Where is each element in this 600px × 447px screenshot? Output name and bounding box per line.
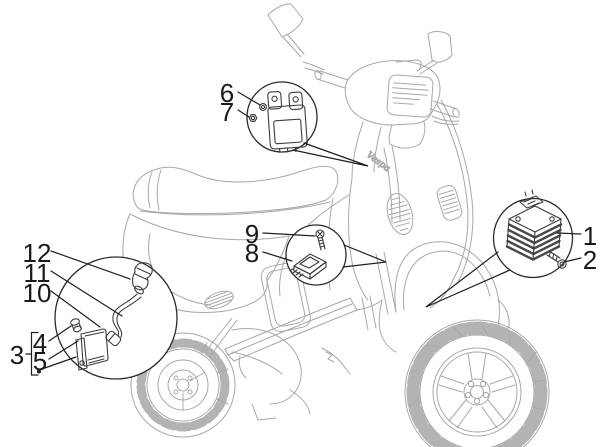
part-number-9: 9 <box>245 219 259 249</box>
leader-6 <box>237 91 261 106</box>
scooter-illustration: Vespa <box>122 3 550 447</box>
part-number-1: 1 <box>583 221 597 251</box>
seat <box>132 165 339 216</box>
part-number-3: 3 <box>10 340 24 370</box>
handlebar-headset <box>302 59 460 149</box>
rear-wheel <box>130 332 236 438</box>
leader-1 <box>556 232 582 235</box>
leader-dot-marker <box>37 369 41 374</box>
module-part <box>289 253 327 280</box>
left-mirror-icon <box>267 3 305 58</box>
kneepad-grille <box>436 185 463 221</box>
group-bracket-3 <box>25 331 39 376</box>
glove-box <box>260 261 311 333</box>
pointer-wedge-module <box>342 244 387 268</box>
pointer-wedge-ecu <box>292 142 369 167</box>
callout-numbers: 1 2 3 4 5 6 7 8 9 10 11 12 <box>10 78 597 376</box>
vent-grille <box>204 290 234 310</box>
leader-7 <box>237 109 250 118</box>
headlight <box>386 74 434 118</box>
front-fender <box>375 241 510 335</box>
leader-2 <box>563 257 582 263</box>
ecu-washer <box>259 103 267 111</box>
leader-dot <box>41 356 77 370</box>
part-number-8: 8 <box>245 238 259 268</box>
vespa-logo-script: Vespa <box>364 150 392 174</box>
part-number-4: 4 <box>33 328 47 358</box>
engine <box>204 317 351 421</box>
ecu-nut <box>248 114 258 122</box>
right-mirror-icon <box>416 31 453 75</box>
callout-circle-ecu <box>246 81 318 153</box>
part-number-10: 10 <box>23 278 52 308</box>
module-screw <box>315 229 326 251</box>
leader-12 <box>50 250 131 280</box>
part-number-12: 12 <box>23 238 52 268</box>
callout-lines <box>25 91 582 376</box>
coil-part <box>70 262 153 371</box>
floorboard <box>224 297 383 379</box>
leader-8 <box>262 251 293 262</box>
horn-grille <box>386 192 414 236</box>
part-number-5: 5 <box>33 346 47 376</box>
part-number-6: 6 <box>220 78 234 108</box>
leader-5 <box>48 340 79 360</box>
leader-4 <box>48 325 72 342</box>
front-wheel <box>404 319 550 447</box>
pointer-wedge-regulator <box>425 251 511 308</box>
part-number-7: 7 <box>220 97 234 127</box>
regulator-part <box>505 189 563 261</box>
part-number-2: 2 <box>583 245 597 275</box>
leader-9 <box>262 232 316 237</box>
callout-circle-coil <box>54 256 178 380</box>
ecu-part <box>267 91 308 154</box>
regulator-screw <box>546 250 567 269</box>
leader-11 <box>50 270 123 317</box>
part-number-11: 11 <box>24 258 51 288</box>
leader-10 <box>50 290 101 328</box>
callout-parts <box>70 91 567 371</box>
